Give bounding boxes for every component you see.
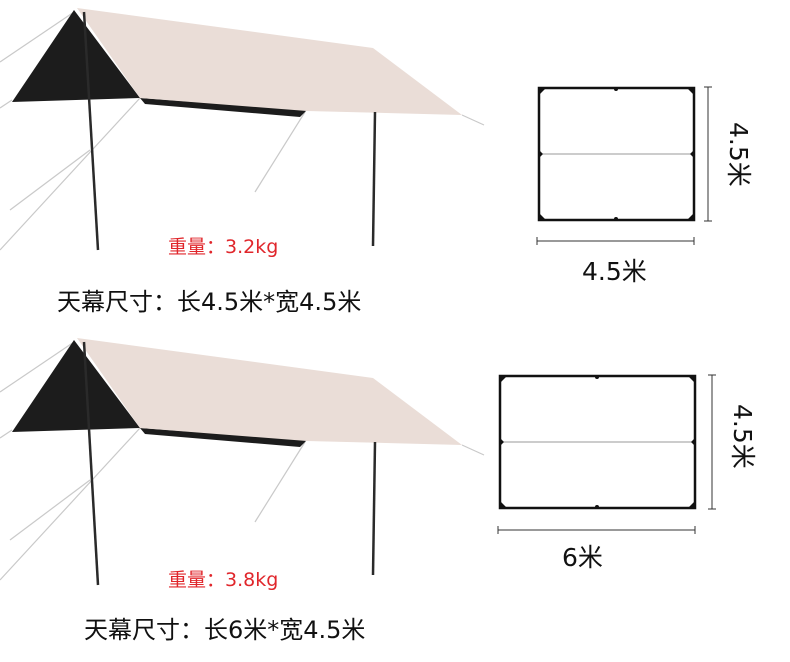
- length-dimension-label: 4.5米: [582, 257, 647, 286]
- height-measure-line: [708, 374, 716, 510]
- pole-back: [371, 111, 377, 247]
- guy-ropes: [0, 11, 485, 251]
- dimension-diagram: [536, 86, 712, 245]
- product-option-6x4.5: 重量：3.8kg 天幕尺寸：长6米*宽4.5米 6米 4.5米: [0, 330, 790, 661]
- dimension-diagram: [497, 374, 716, 534]
- size-label: 天幕尺寸：长6米*宽4.5米: [84, 616, 366, 644]
- pole-front: [82, 341, 100, 586]
- tarp-top: [77, 8, 462, 115]
- product-option-4.5x4.5: 重量：3.2kg 天幕尺寸：长4.5米*宽4.5米 4.5米 4.5米: [0, 8, 753, 316]
- length-dimension-label: 6米: [562, 543, 603, 572]
- weight-label: 重量：3.8kg: [168, 569, 279, 591]
- width-dimension-label: 4.5米: [728, 404, 757, 469]
- tarp-underside-side: [140, 98, 307, 117]
- size-label: 天幕尺寸：长4.5米*宽4.5米: [57, 288, 362, 316]
- pole-front: [82, 11, 100, 251]
- height-measure-line: [704, 86, 712, 222]
- tarp-top: [77, 338, 462, 445]
- tarp-underside-front: [12, 10, 140, 102]
- tarp-illustration: [0, 8, 485, 251]
- width-measure-line: [497, 526, 696, 534]
- width-dimension-label: 4.5米: [724, 122, 753, 187]
- pole-back: [371, 441, 377, 576]
- tarp-underside-front: [12, 340, 140, 432]
- corner-tabs: [500, 375, 695, 509]
- guy-ropes: [0, 341, 485, 581]
- corner-tabs: [539, 87, 694, 221]
- weight-label: 重量：3.2kg: [168, 236, 279, 258]
- tarp-illustration: [0, 338, 485, 586]
- width-measure-line: [536, 237, 695, 245]
- tarp-underside-side: [140, 428, 307, 447]
